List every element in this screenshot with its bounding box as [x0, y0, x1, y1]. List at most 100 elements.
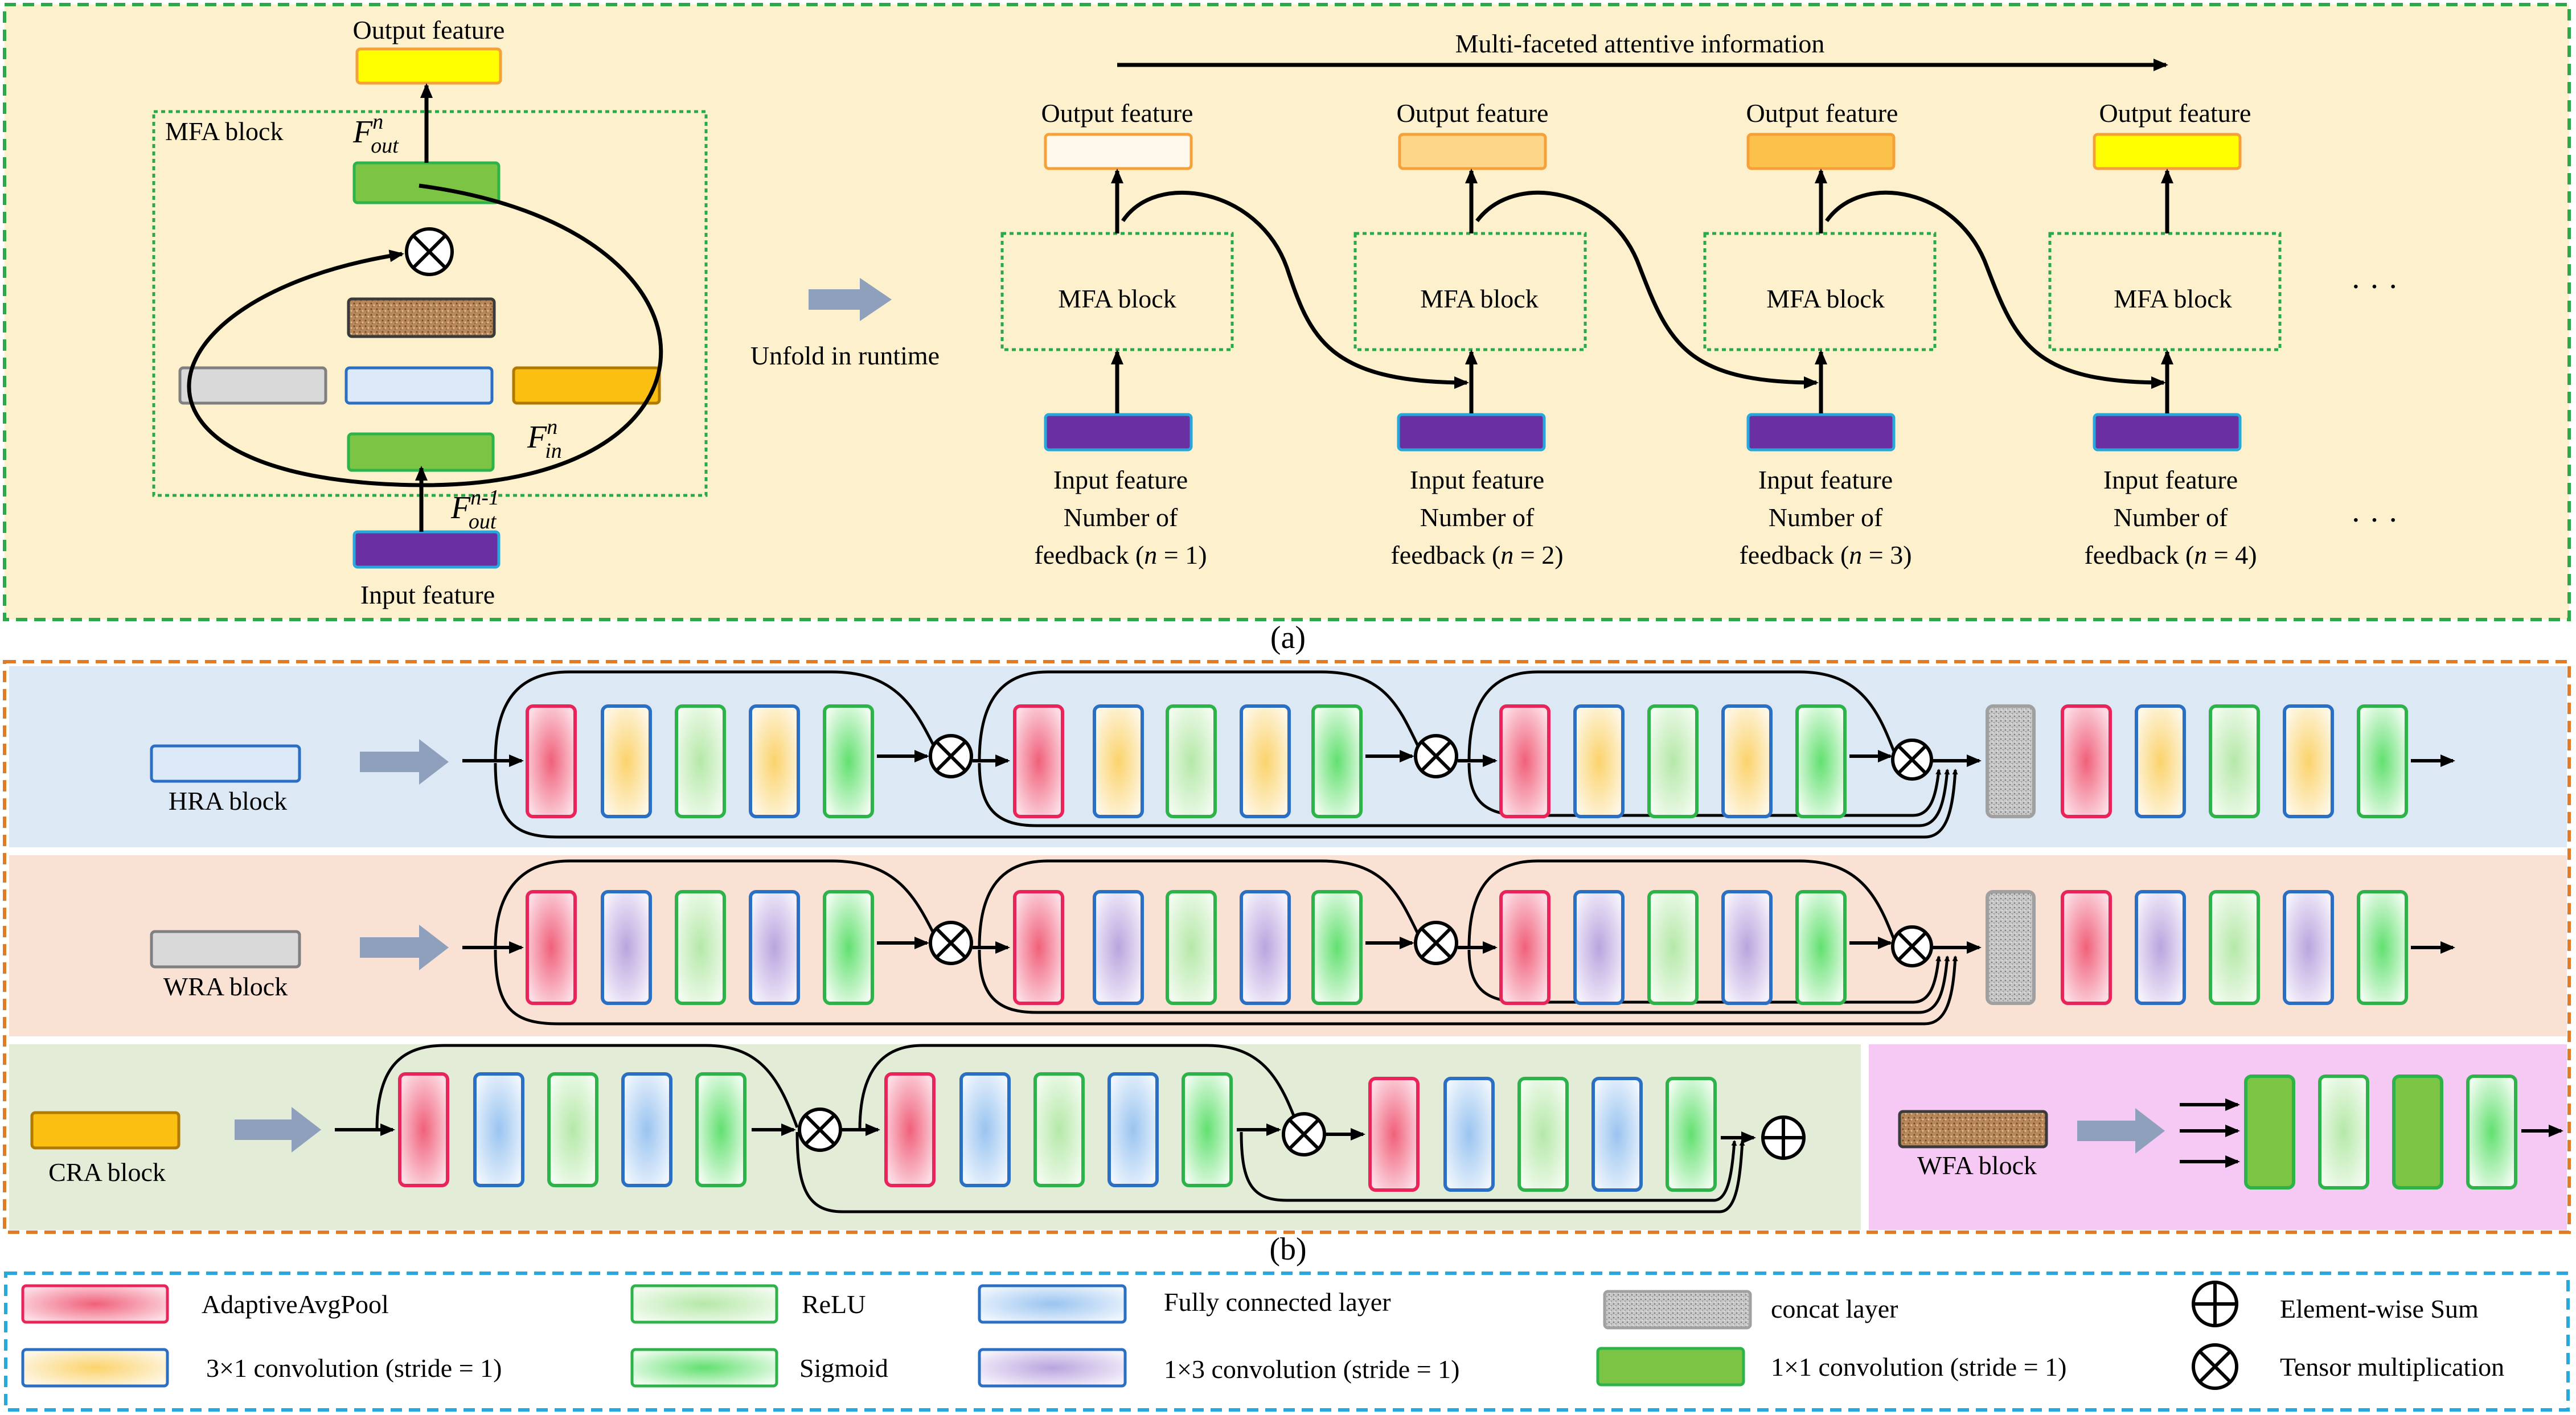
- mfa-bottom-conv: [347, 432, 495, 472]
- unfold-step-4: Output feature MFA block Input feature N…: [2048, 99, 2282, 569]
- step-input-feature: [1397, 413, 1546, 452]
- mfa-cra-block: [512, 366, 661, 405]
- cra-skip-1: [375, 1044, 799, 1130]
- step-number-of-label: Number of: [1420, 503, 1535, 532]
- step-input-label: Input feature: [1410, 465, 1544, 494]
- step-output-label: Output feature: [1746, 99, 1898, 128]
- top-output-feature: [355, 47, 502, 85]
- wfa-flow-block-arrow-icon: [2077, 1108, 2165, 1154]
- svg-text:1×3 convolution (stride = 1): 1×3 convolution (stride = 1): [1164, 1355, 1459, 1384]
- legend-item-concat: concat layer: [1603, 1290, 1898, 1330]
- top-output-label: Output feature: [353, 15, 505, 44]
- step-number-of-label: Number of: [2114, 503, 2228, 532]
- ellipsis-top: · · ·: [2351, 269, 2398, 305]
- step-output-feature: [1398, 133, 1547, 170]
- legend-box: [4, 1272, 2570, 1412]
- legend-item-sigmoid: Sigmoid: [630, 1348, 888, 1388]
- cra-block-label: CRA block: [48, 1158, 166, 1187]
- wfa-block-label: WFA block: [1917, 1151, 2037, 1180]
- legend-item-relu: ReLU: [630, 1284, 865, 1324]
- wra-seq-3: [1499, 890, 1893, 1005]
- svg-text:ReLU: ReLU: [802, 1290, 865, 1319]
- step-number-of-label: Number of: [1064, 503, 1178, 532]
- hra-skip-3: [1467, 670, 1898, 761]
- cra-seq-3: [1368, 1077, 1756, 1192]
- hra-seq-4: [2061, 704, 2455, 818]
- step-mfa-label: MFA block: [2114, 284, 2232, 313]
- hra-seq-3: [1499, 704, 1893, 818]
- bottom-input-feature: [352, 530, 501, 569]
- step-number-of-label: Number of: [1769, 503, 1883, 532]
- step-feedback-label: feedback (n = 2): [1390, 540, 1563, 569]
- mfa-tensor-mult-icon: [405, 227, 454, 276]
- element-sum-icon: [2192, 1281, 2238, 1327]
- wra-tensor-mult-icon-1: [929, 921, 973, 965]
- wra-seq-2: [1013, 890, 1414, 1005]
- step-input-feature: [1746, 413, 1896, 452]
- unfold-block-arrow-icon: [809, 278, 892, 321]
- feedback-curve-3-4: [1825, 190, 2166, 389]
- step-feedback-label: feedback (n = 3): [1739, 540, 1912, 569]
- legend-item-conv-1x1: 1×1 convolution (stride = 1): [1596, 1347, 2066, 1387]
- cra-skip-2: [858, 1044, 1300, 1130]
- hra-tensor-mult-icon-2: [1414, 734, 1458, 778]
- cra-legend-block: [30, 1111, 181, 1150]
- step-input-label: Input feature: [1053, 465, 1188, 494]
- svg-text:concat layer: concat layer: [1771, 1294, 1898, 1323]
- caption-b: (b): [1269, 1232, 1306, 1267]
- unfold-label: Unfold in runtime: [750, 341, 940, 370]
- wfa-seq: [2244, 1074, 2563, 1190]
- wra-skip-3: [1467, 859, 1898, 948]
- wra-concat-1: [494, 949, 1958, 1026]
- cra-tensor-mult-icon-2: [1282, 1112, 1326, 1156]
- legend-item-conv-1x3: 1×3 convolution (stride = 1): [978, 1348, 1459, 1388]
- wra-flow-block-arrow-icon: [360, 925, 449, 970]
- step-output-label: Output feature: [1041, 99, 1193, 128]
- wra-seq-4: [2061, 890, 2455, 1005]
- step-mfa-label: MFA block: [1058, 284, 1176, 313]
- step-feedback-label: feedback (n = 4): [2084, 540, 2257, 569]
- hra-block-label: HRA block: [169, 786, 287, 815]
- step-output-feature: [1044, 133, 1193, 170]
- legend-item-conv-3x1: 3×1 convolution (stride = 1): [21, 1348, 502, 1388]
- cra-seq-2: [884, 1072, 1281, 1187]
- wra-skip-2: [978, 859, 1425, 948]
- hra-concat-layer: [1986, 704, 2036, 818]
- wra-tensor-mult-icon-3: [1891, 925, 1933, 967]
- hra-skip-1: [494, 670, 941, 761]
- hra-tensor-mult-icon-1: [929, 734, 973, 778]
- cra-res-1: [795, 1131, 1745, 1213]
- step-output-label: Output feature: [2099, 99, 2251, 128]
- hra-flow-block-arrow-icon: [360, 739, 449, 785]
- svg-text:Element-wise Sum: Element-wise Sum: [2280, 1294, 2479, 1323]
- svg-text:3×1 convolution (stride = 1): 3×1 convolution (stride = 1): [206, 1354, 502, 1383]
- wra-skip-1: [494, 859, 941, 948]
- svg-text:Tensor multiplication: Tensor multiplication: [2280, 1352, 2504, 1381]
- step-input-label: Input feature: [1758, 465, 1893, 494]
- wra-tensor-mult-icon-2: [1414, 921, 1458, 965]
- cra-element-sum-icon: [1761, 1115, 1806, 1160]
- legend-item-adaptive-avg-pool: AdaptiveAvgPool: [21, 1284, 389, 1324]
- wra-legend-block: [150, 930, 301, 969]
- tensor-mult-icon: [2192, 1343, 2238, 1390]
- unfold-step-1: Output feature MFA block Input feature N…: [1000, 99, 1234, 569]
- step-output-feature: [2093, 133, 2242, 170]
- step-input-label: Input feature: [2103, 465, 2238, 494]
- wra-block-label: WRA block: [163, 972, 288, 1001]
- unfold-step-2: Output feature MFA block Input feature N…: [1353, 99, 1587, 569]
- step-input-feature: [1044, 413, 1193, 452]
- cra-seq-1: [398, 1072, 796, 1187]
- feedback-curve-1-2: [1121, 190, 1469, 389]
- cra-flow-block-arrow-icon: [235, 1107, 321, 1152]
- step-mfa-label: MFA block: [1766, 284, 1884, 313]
- step-feedback-label: feedback (n = 1): [1034, 540, 1207, 569]
- svg-text:Sigmoid: Sigmoid: [799, 1354, 888, 1383]
- hra-seq-1: [526, 704, 929, 818]
- step-mfa-label: MFA block: [1420, 284, 1538, 313]
- wra-seq-1: [526, 890, 929, 1005]
- svg-text:1×1 convolution (stride = 1): 1×1 convolution (stride = 1): [1771, 1352, 2066, 1381]
- mfa-wra-block: [178, 366, 327, 405]
- wra-concat-layer: [1986, 890, 2036, 1005]
